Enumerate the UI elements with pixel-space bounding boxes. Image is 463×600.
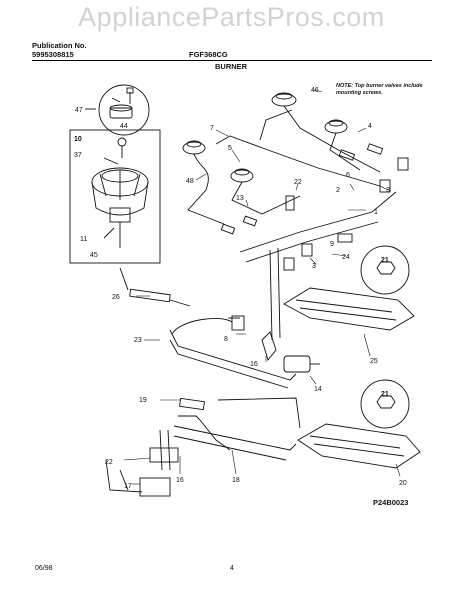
callout-label: 26 [112,294,120,301]
callout-label: 44 [120,123,128,130]
callout-label: 21 [381,391,389,398]
callout-label: 45 [90,252,98,259]
callout-label: 23 [134,337,142,344]
leader-lines [123,89,401,485]
nut-icon-upper [376,261,396,275]
callout-label: 48 [186,178,194,185]
callout-label: 9 [330,241,334,248]
burner-right-top [271,92,297,107]
small-plates [283,157,409,271]
callout-label: 17 [124,483,132,490]
lower-tubing [105,315,320,497]
diagram-code: P24B0023 [373,498,409,507]
section-title: BURNER [215,62,248,71]
detail-box-10 [69,129,161,264]
callout-label: 16 [176,477,184,484]
callout-label: 5 [228,145,232,152]
callout-label: 47 [75,107,83,114]
callout-label: 8 [224,336,228,343]
callout-labels: 47 44 10 37 11 45 46 7 5 48 13 22 2 3 1 … [74,87,407,490]
watermark: AppliancePartsPros.com [78,2,385,32]
callout-label: 6 [346,172,350,179]
callout-label: 37 [74,152,82,159]
callout-label: 3 [386,187,390,194]
detail-circle-21-lower [360,379,410,429]
igniter-26 [119,267,191,307]
callout-label: 11 [80,236,87,243]
callout-label: 25 [370,358,378,365]
callout-label: 10 [74,136,82,143]
header-rule [32,60,432,61]
callout-label: 14 [314,386,322,393]
callout-label: 46 [311,87,319,94]
callout-label: 4 [368,123,372,130]
callout-label: 20 [399,480,407,487]
callout-label: 18 [232,477,240,484]
footer-date: 06/98 [35,565,53,572]
callout-label: 16 [250,361,258,368]
callout-label: 22 [105,459,113,466]
nut-icon-lower [376,395,396,409]
heat-shield-lower [297,423,421,469]
callout-label: 7 [210,125,214,132]
callout-label: 24 [342,254,350,261]
detail-circle-21-upper [360,245,410,295]
note-text: NOTE: Top burner valves include mounting… [336,83,423,96]
callout-label: 21 [381,257,389,264]
callout-label: 2 [336,187,340,194]
callout-label: 19 [139,397,147,404]
publication-number: 5995308815 [32,50,74,59]
callout-label: 13 [236,195,244,202]
valves [220,143,384,243]
footer-page: 4 [230,565,234,572]
burner-right-bottom [324,119,348,134]
gas-tubing [187,105,397,341]
model-number: FGF368CG [189,50,228,59]
burner-left-top [182,140,206,155]
callout-label: 3 [312,263,316,270]
publication-label: Publication No. [32,41,87,50]
detail-circle-47 [98,84,150,136]
heat-shield-upper [283,287,415,331]
burner-left-bottom [230,168,254,183]
callout-label: 1 [374,209,378,216]
callout-label: 22 [294,179,302,186]
